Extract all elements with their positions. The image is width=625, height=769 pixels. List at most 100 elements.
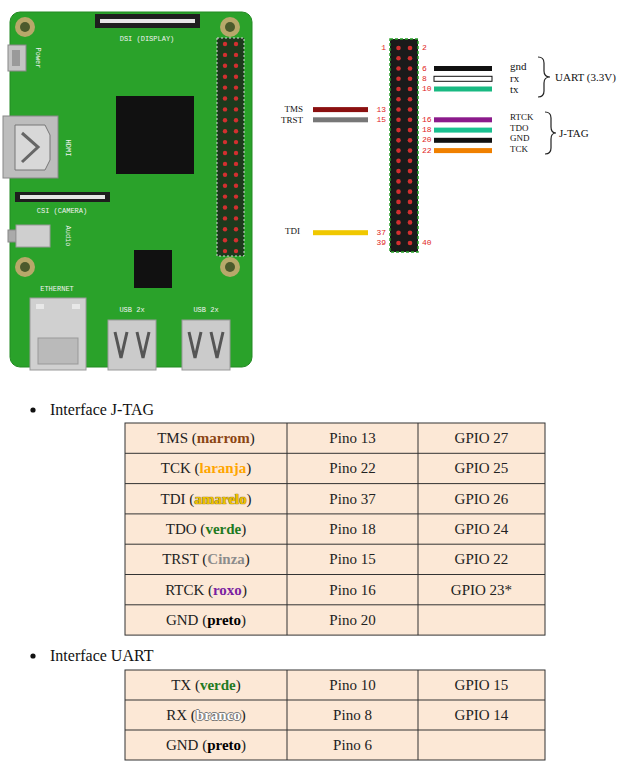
header-pin xyxy=(234,238,238,242)
ethernet-port xyxy=(30,298,86,370)
interface-name: J-TAG xyxy=(559,127,589,139)
header-pin xyxy=(234,129,238,133)
header-pin xyxy=(234,96,238,100)
header-pin xyxy=(223,118,227,122)
header-pin xyxy=(408,189,413,194)
wire xyxy=(434,87,492,92)
header-pin xyxy=(223,238,227,242)
table-rule xyxy=(125,544,545,545)
usb-port xyxy=(211,332,223,358)
table-cell: Pino 18 xyxy=(329,521,375,538)
table-cell: Pino 6 xyxy=(333,737,372,754)
dsi-connector xyxy=(100,19,195,23)
csi-connector xyxy=(15,192,110,202)
header-pin xyxy=(396,189,401,194)
header-pin xyxy=(396,159,401,164)
text-part: GND ( xyxy=(166,612,207,628)
text-part: ) xyxy=(245,551,250,567)
signal-name: TRST xyxy=(281,116,303,126)
header-pin xyxy=(396,46,401,51)
table-rule xyxy=(125,513,545,514)
table-cell: Pino 15 xyxy=(329,551,375,568)
table-rule xyxy=(125,700,545,701)
table-frame xyxy=(125,670,545,760)
mounting-hole xyxy=(225,262,235,272)
table-cell: GPIO 24 xyxy=(455,521,509,538)
power-connector xyxy=(8,45,26,71)
header-pin xyxy=(408,159,413,164)
header-pin xyxy=(234,184,238,188)
wire xyxy=(313,230,368,235)
wire xyxy=(313,107,368,112)
header-pin xyxy=(223,205,227,209)
header-pin xyxy=(223,107,227,111)
header-pin xyxy=(396,97,401,102)
signal-name: tx xyxy=(510,83,519,95)
header-pin xyxy=(396,56,401,61)
hdmi-port xyxy=(15,125,50,170)
table-cell: GPIO 25 xyxy=(455,460,509,477)
table-rule xyxy=(125,730,545,731)
header-pin xyxy=(223,64,227,68)
header-pin xyxy=(396,210,401,215)
header-pin xyxy=(234,162,238,166)
header-pin xyxy=(396,76,401,81)
text-part: ) xyxy=(241,521,246,537)
header-pin xyxy=(396,87,401,92)
mounting-hole xyxy=(20,22,30,32)
color-word: marrom xyxy=(197,430,250,446)
header-pin xyxy=(234,42,238,46)
soc-chip xyxy=(116,96,194,174)
section-heading: Interface UART xyxy=(50,647,153,665)
header-pin xyxy=(408,66,413,71)
usb-chip xyxy=(134,250,172,288)
header-pin xyxy=(408,210,413,215)
table-cell: Pino 22 xyxy=(329,460,375,477)
text-part: RX ( xyxy=(166,707,196,723)
table-cell: RTCK (roxo) xyxy=(165,581,247,598)
bullet xyxy=(30,407,35,412)
header-pin xyxy=(223,194,227,198)
color-word: preto xyxy=(207,737,241,753)
header-pin xyxy=(408,241,413,246)
header-pin xyxy=(223,184,227,188)
usb-port xyxy=(182,320,230,370)
table-cell: GPIO 14 xyxy=(455,707,509,724)
board-label: Power xyxy=(33,47,41,68)
table-cell: GPIO 22 xyxy=(455,551,509,568)
header-pin xyxy=(223,42,227,46)
hdmi-port xyxy=(22,133,38,162)
header-pin xyxy=(396,138,401,143)
table-rule xyxy=(418,423,419,635)
header-pin xyxy=(396,169,401,174)
header-pin xyxy=(234,107,238,111)
table-cell: Pino 13 xyxy=(329,430,375,447)
pin-number: 18 xyxy=(422,126,432,135)
usb-port xyxy=(108,320,156,370)
audio-jack xyxy=(16,225,50,247)
table-frame xyxy=(125,423,545,635)
table-cell: GPIO 23* xyxy=(451,581,512,598)
signal-name: GND xyxy=(510,134,530,144)
pin-number: 10 xyxy=(422,85,432,94)
board-label: USB 2x xyxy=(119,307,144,315)
mounting-hole xyxy=(15,17,240,277)
table-rule xyxy=(418,670,419,760)
color-word: roxo xyxy=(213,581,242,597)
mounting-hole xyxy=(225,22,235,32)
hdmi-port xyxy=(3,116,58,178)
text-part: ) xyxy=(241,737,246,753)
header-pin xyxy=(223,162,227,166)
wire xyxy=(434,76,492,81)
color-word: verde xyxy=(200,677,236,693)
header-pin xyxy=(408,128,413,133)
pin-number: 6 xyxy=(422,64,427,73)
audio-jack xyxy=(8,225,50,247)
text-part: GND ( xyxy=(166,737,207,753)
header-pin xyxy=(408,138,413,143)
table-cell: Pino 37 xyxy=(329,491,375,508)
table-rule xyxy=(125,453,545,454)
board-label: ETHERNET xyxy=(40,286,74,294)
text-part: TDI ( xyxy=(161,491,195,507)
